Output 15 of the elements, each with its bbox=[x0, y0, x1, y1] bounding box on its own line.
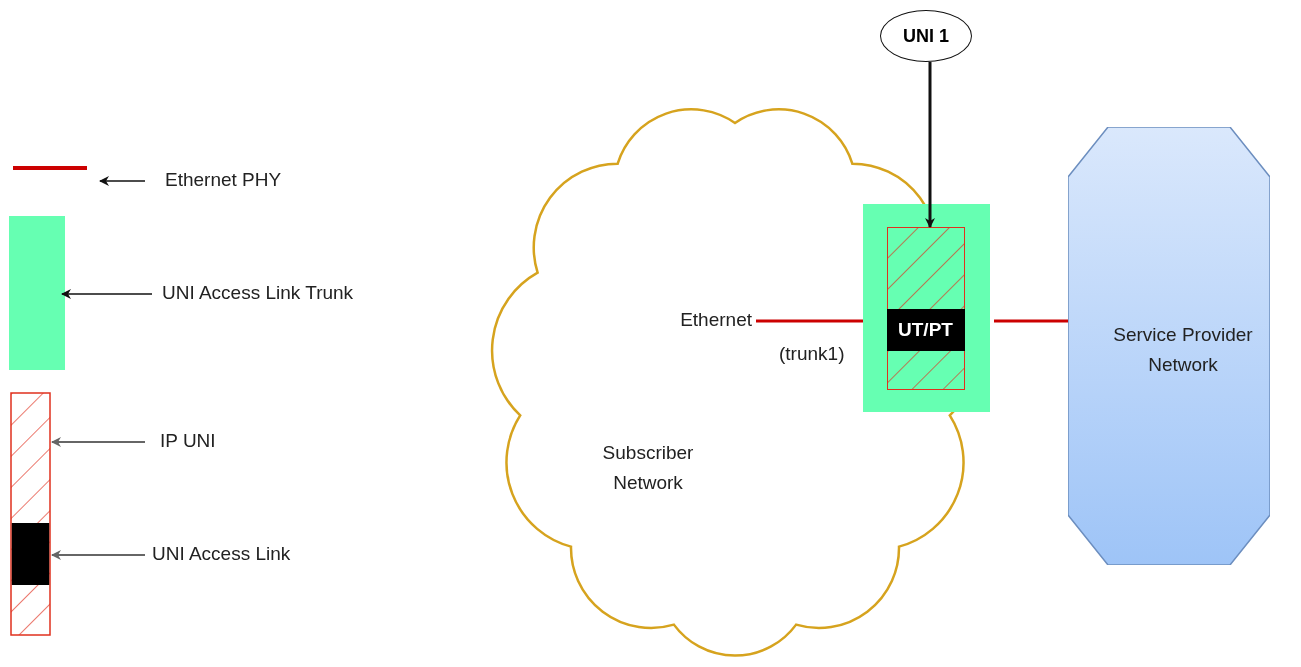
network-octagon bbox=[1068, 127, 1270, 565]
network-label: Service Provider Network bbox=[1112, 323, 1254, 377]
connector-line bbox=[994, 319, 1068, 323]
legend-label: IP UNI bbox=[160, 430, 216, 452]
hatched-box bbox=[887, 227, 965, 390]
network-label: Subscriber Network bbox=[601, 441, 695, 495]
legend-label: UNI Access Link bbox=[152, 543, 291, 565]
legend-label: UNI Access Link Trunk bbox=[162, 282, 354, 304]
trunk-box bbox=[863, 204, 990, 412]
legend-label: Ethernet PHY bbox=[165, 169, 282, 191]
connector-line bbox=[756, 319, 863, 323]
connector-line bbox=[925, 62, 935, 228]
interface-ellipse: UNI 1 bbox=[880, 10, 972, 62]
port-label: Ethernet bbox=[660, 309, 752, 335]
access-link-bar: UT/PT bbox=[886, 309, 965, 351]
